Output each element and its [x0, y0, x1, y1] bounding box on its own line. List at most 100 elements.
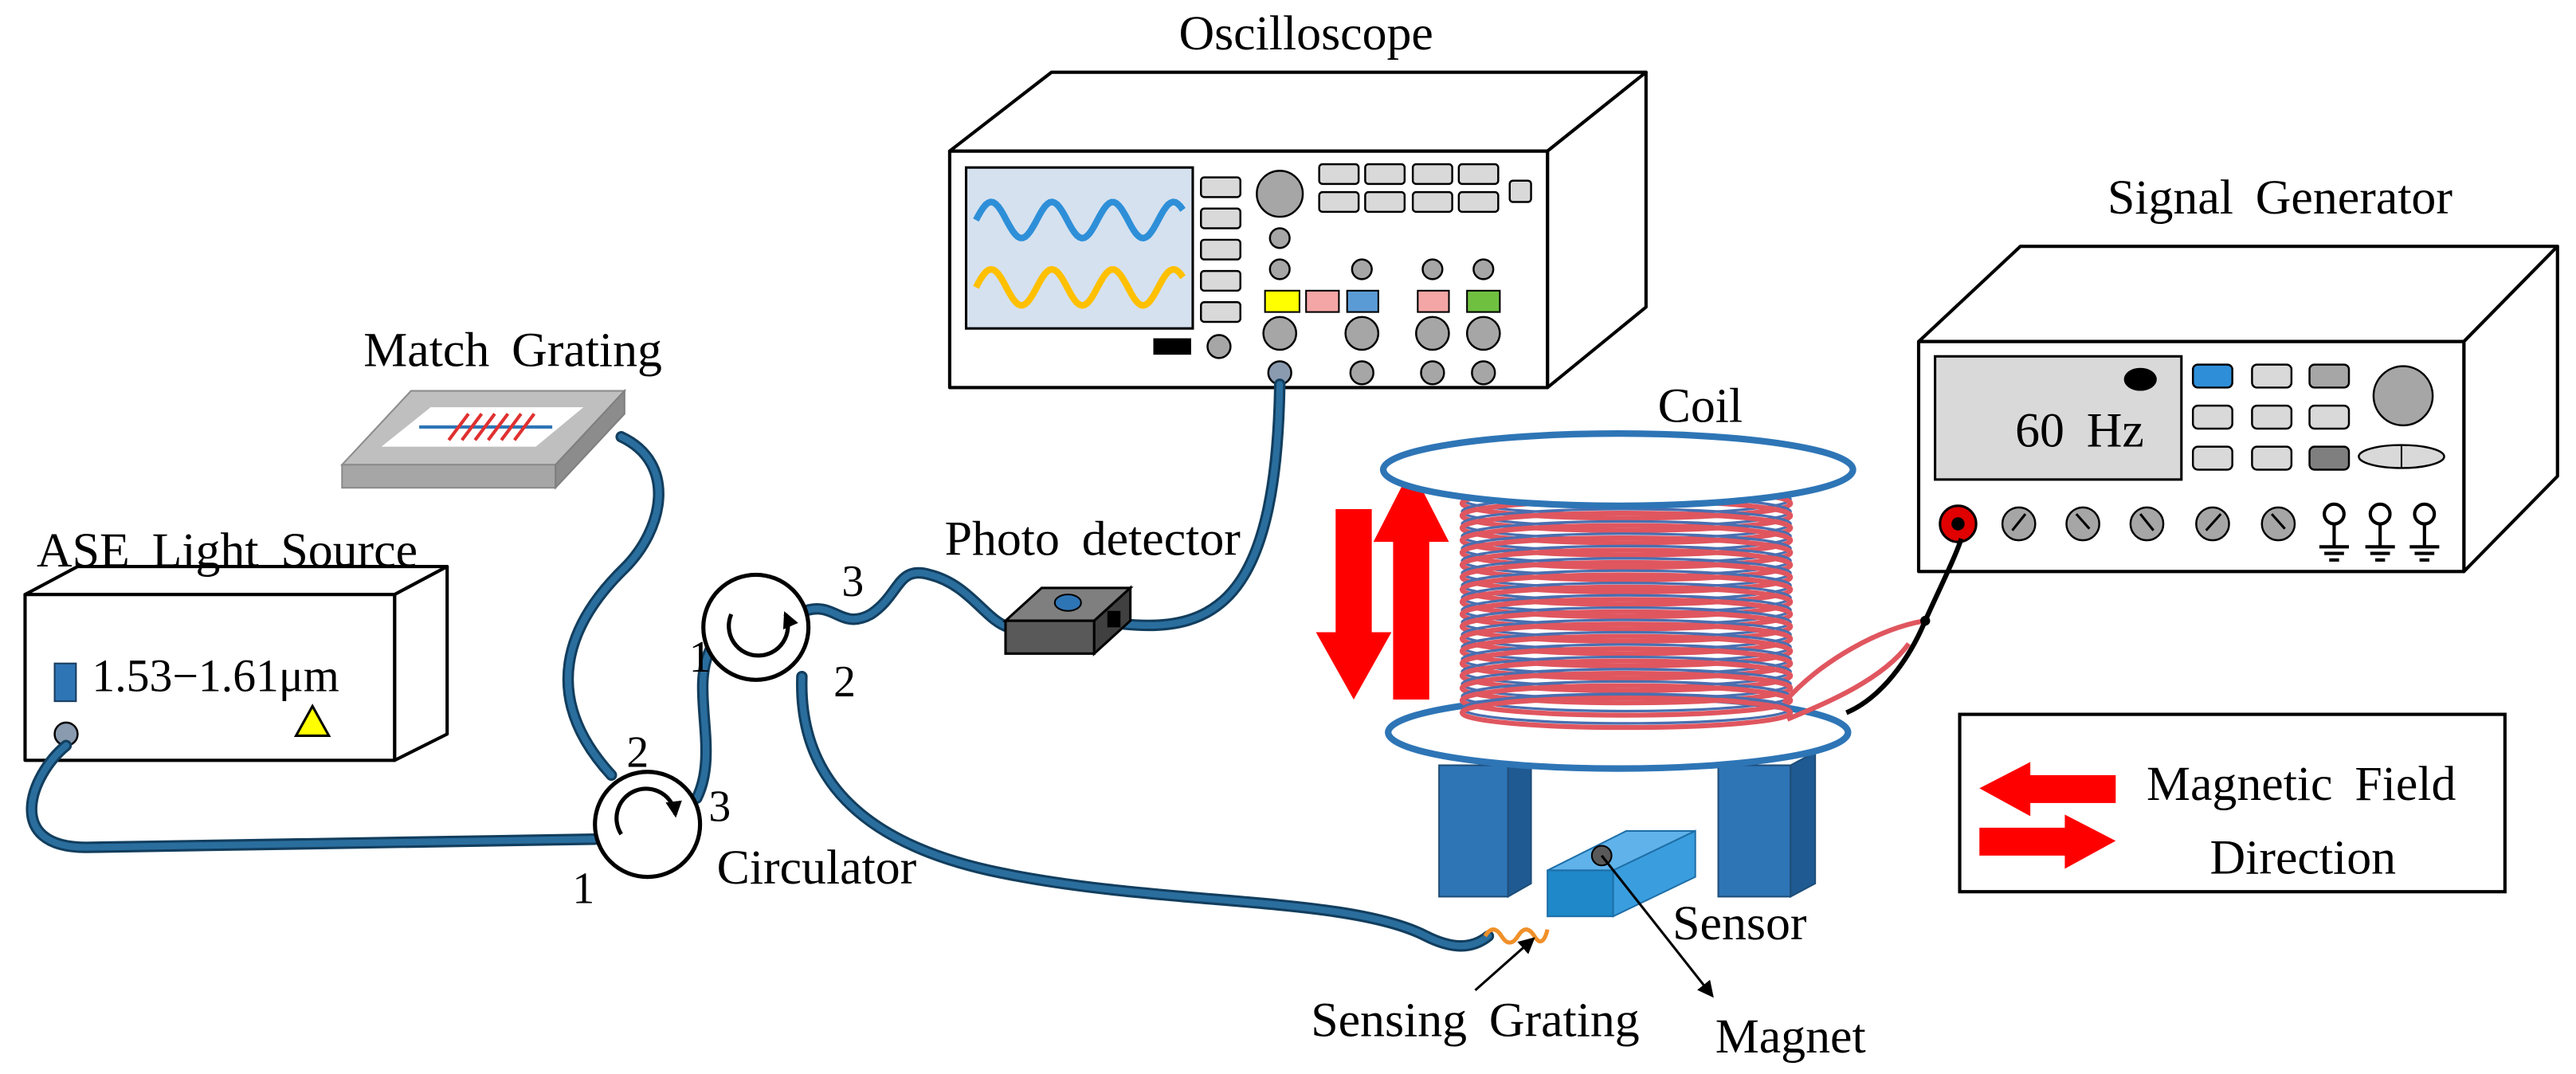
- port-label: 2: [833, 657, 856, 707]
- ground-terminals: [2319, 502, 2440, 562]
- coil-winding: [1459, 572, 1794, 607]
- connector-core: [1951, 517, 1965, 531]
- sensor-label: Sensor: [1672, 896, 1807, 951]
- coil-winding: [1459, 670, 1794, 706]
- ase-light-source: 1.53−1.61μm ASE Light Source: [23, 523, 449, 762]
- coil-winding: [1461, 692, 1792, 725]
- ase-indicator: [53, 662, 77, 703]
- knob: [1262, 316, 1298, 351]
- knob: [2260, 506, 2296, 542]
- photo-detector-front: [1004, 619, 1096, 655]
- photo-detector-label: Photo detector: [945, 512, 1241, 566]
- match-grating-plate-side: [555, 388, 625, 490]
- field-arrow-up: [1373, 468, 1449, 700]
- fiber-photodetector-to-oscilloscope: [1120, 381, 1284, 629]
- coil-winding: [1459, 535, 1794, 570]
- circulator-body: [701, 572, 811, 682]
- coil-assembly: Coil: [1379, 379, 1857, 899]
- oscilloscope-trace-blue: [973, 198, 1186, 242]
- button: [1318, 163, 1360, 186]
- button: [1364, 163, 1406, 186]
- ground-icon: [2409, 502, 2440, 562]
- button: [2191, 445, 2233, 471]
- ground-icon: [2365, 502, 2395, 562]
- button: [1411, 190, 1453, 214]
- circulator-upper: 1 2 3: [689, 557, 865, 707]
- frequency-readout: 60 Hz: [2015, 404, 2144, 458]
- match-grating: Match Grating: [339, 323, 662, 490]
- legend: Magnetic Field Direction: [1958, 712, 2507, 894]
- ase-wavelength-range: 1.53−1.61μm: [92, 652, 339, 702]
- circular-arrow-icon: [727, 611, 798, 658]
- ase-front-panel: [23, 593, 397, 762]
- magnet-label: Magnet: [1715, 1009, 1866, 1064]
- fiber-between-circulators: [693, 647, 714, 802]
- oscilloscope-trace-yellow: [973, 265, 1186, 309]
- channel-button-yellow: [1264, 289, 1300, 313]
- ase-side-face: [393, 565, 449, 762]
- legend-text-line1: Magnetic Field: [2147, 757, 2456, 811]
- button: [1457, 190, 1500, 214]
- knob: [1344, 316, 1380, 351]
- button: [1200, 238, 1241, 261]
- button: [1508, 179, 1532, 203]
- oscilloscope-main-knob: [1256, 170, 1304, 218]
- legend-arrow-right: [1979, 814, 2116, 869]
- knob: [1415, 316, 1450, 351]
- oscilloscope-label: Oscilloscope: [1178, 6, 1433, 61]
- signal-generator-knobs: [2001, 506, 2296, 542]
- sensing-grating: [1483, 927, 1550, 945]
- coil-support-right: [1717, 751, 1817, 899]
- circulator-label: Circulator: [717, 841, 917, 895]
- button: [1364, 190, 1406, 214]
- knob: [1472, 258, 1495, 280]
- channel-button-green: [1466, 289, 1501, 313]
- match-grating-plate-front: [341, 464, 557, 489]
- lead-wire-red: [1782, 618, 1926, 705]
- button: [2251, 363, 2293, 389]
- knob: [1465, 316, 1501, 351]
- oscilloscope-side-buttons: [1200, 176, 1241, 323]
- circulator-lower: 1 2 3 Circulator: [572, 728, 916, 914]
- fiber-ase-to-circulator: [28, 742, 598, 851]
- button: [2308, 404, 2351, 430]
- coil-winding: [1459, 621, 1794, 657]
- signal-generator: 60 Hz: [1916, 171, 2559, 574]
- channel-button-pink: [1417, 289, 1450, 313]
- legend-text-line2: Direction: [2210, 831, 2397, 885]
- signal-generator-label: Signal Generator: [2107, 171, 2452, 225]
- coil-winding: [1459, 658, 1794, 693]
- photo-detector-lens: [1053, 594, 1082, 612]
- coil-winding: [1459, 584, 1794, 620]
- fiber-circulator-to-sensing-grating: [798, 673, 1492, 950]
- sensor: Sensor Sensing Grating Magnet: [1311, 829, 1866, 1064]
- coil-winding: [1459, 523, 1794, 558]
- sensing-grating-label: Sensing Grating: [1311, 994, 1640, 1048]
- button: [1200, 207, 1241, 229]
- button: [1200, 269, 1241, 292]
- magnet-pointer-arrow: [1600, 854, 1714, 998]
- coil-winding: [1459, 547, 1794, 582]
- port-label: 1: [572, 864, 594, 914]
- coil-top-flange: [1379, 430, 1857, 509]
- button: [2191, 363, 2233, 389]
- knob: [2065, 506, 2100, 542]
- knob: [1471, 360, 1496, 386]
- photo-detector-port: [1107, 610, 1121, 628]
- coil-support-left: [1438, 751, 1532, 899]
- grating-lines: [447, 413, 536, 441]
- display-indicator: [2123, 367, 2157, 391]
- button: [1411, 163, 1453, 186]
- match-grating-label: Match Grating: [363, 323, 662, 378]
- knob: [1421, 258, 1444, 280]
- button: [2308, 363, 2351, 389]
- port-label: 3: [841, 557, 864, 606]
- coil-winding: [1459, 646, 1794, 681]
- coil-winding: [1459, 683, 1794, 718]
- coil-winding: [1459, 695, 1794, 731]
- oscilloscope: Oscilloscope: [947, 6, 1648, 390]
- channel-button-pink: [1305, 289, 1340, 313]
- coil-winding: [1459, 559, 1794, 595]
- coil-winding: [1459, 609, 1794, 644]
